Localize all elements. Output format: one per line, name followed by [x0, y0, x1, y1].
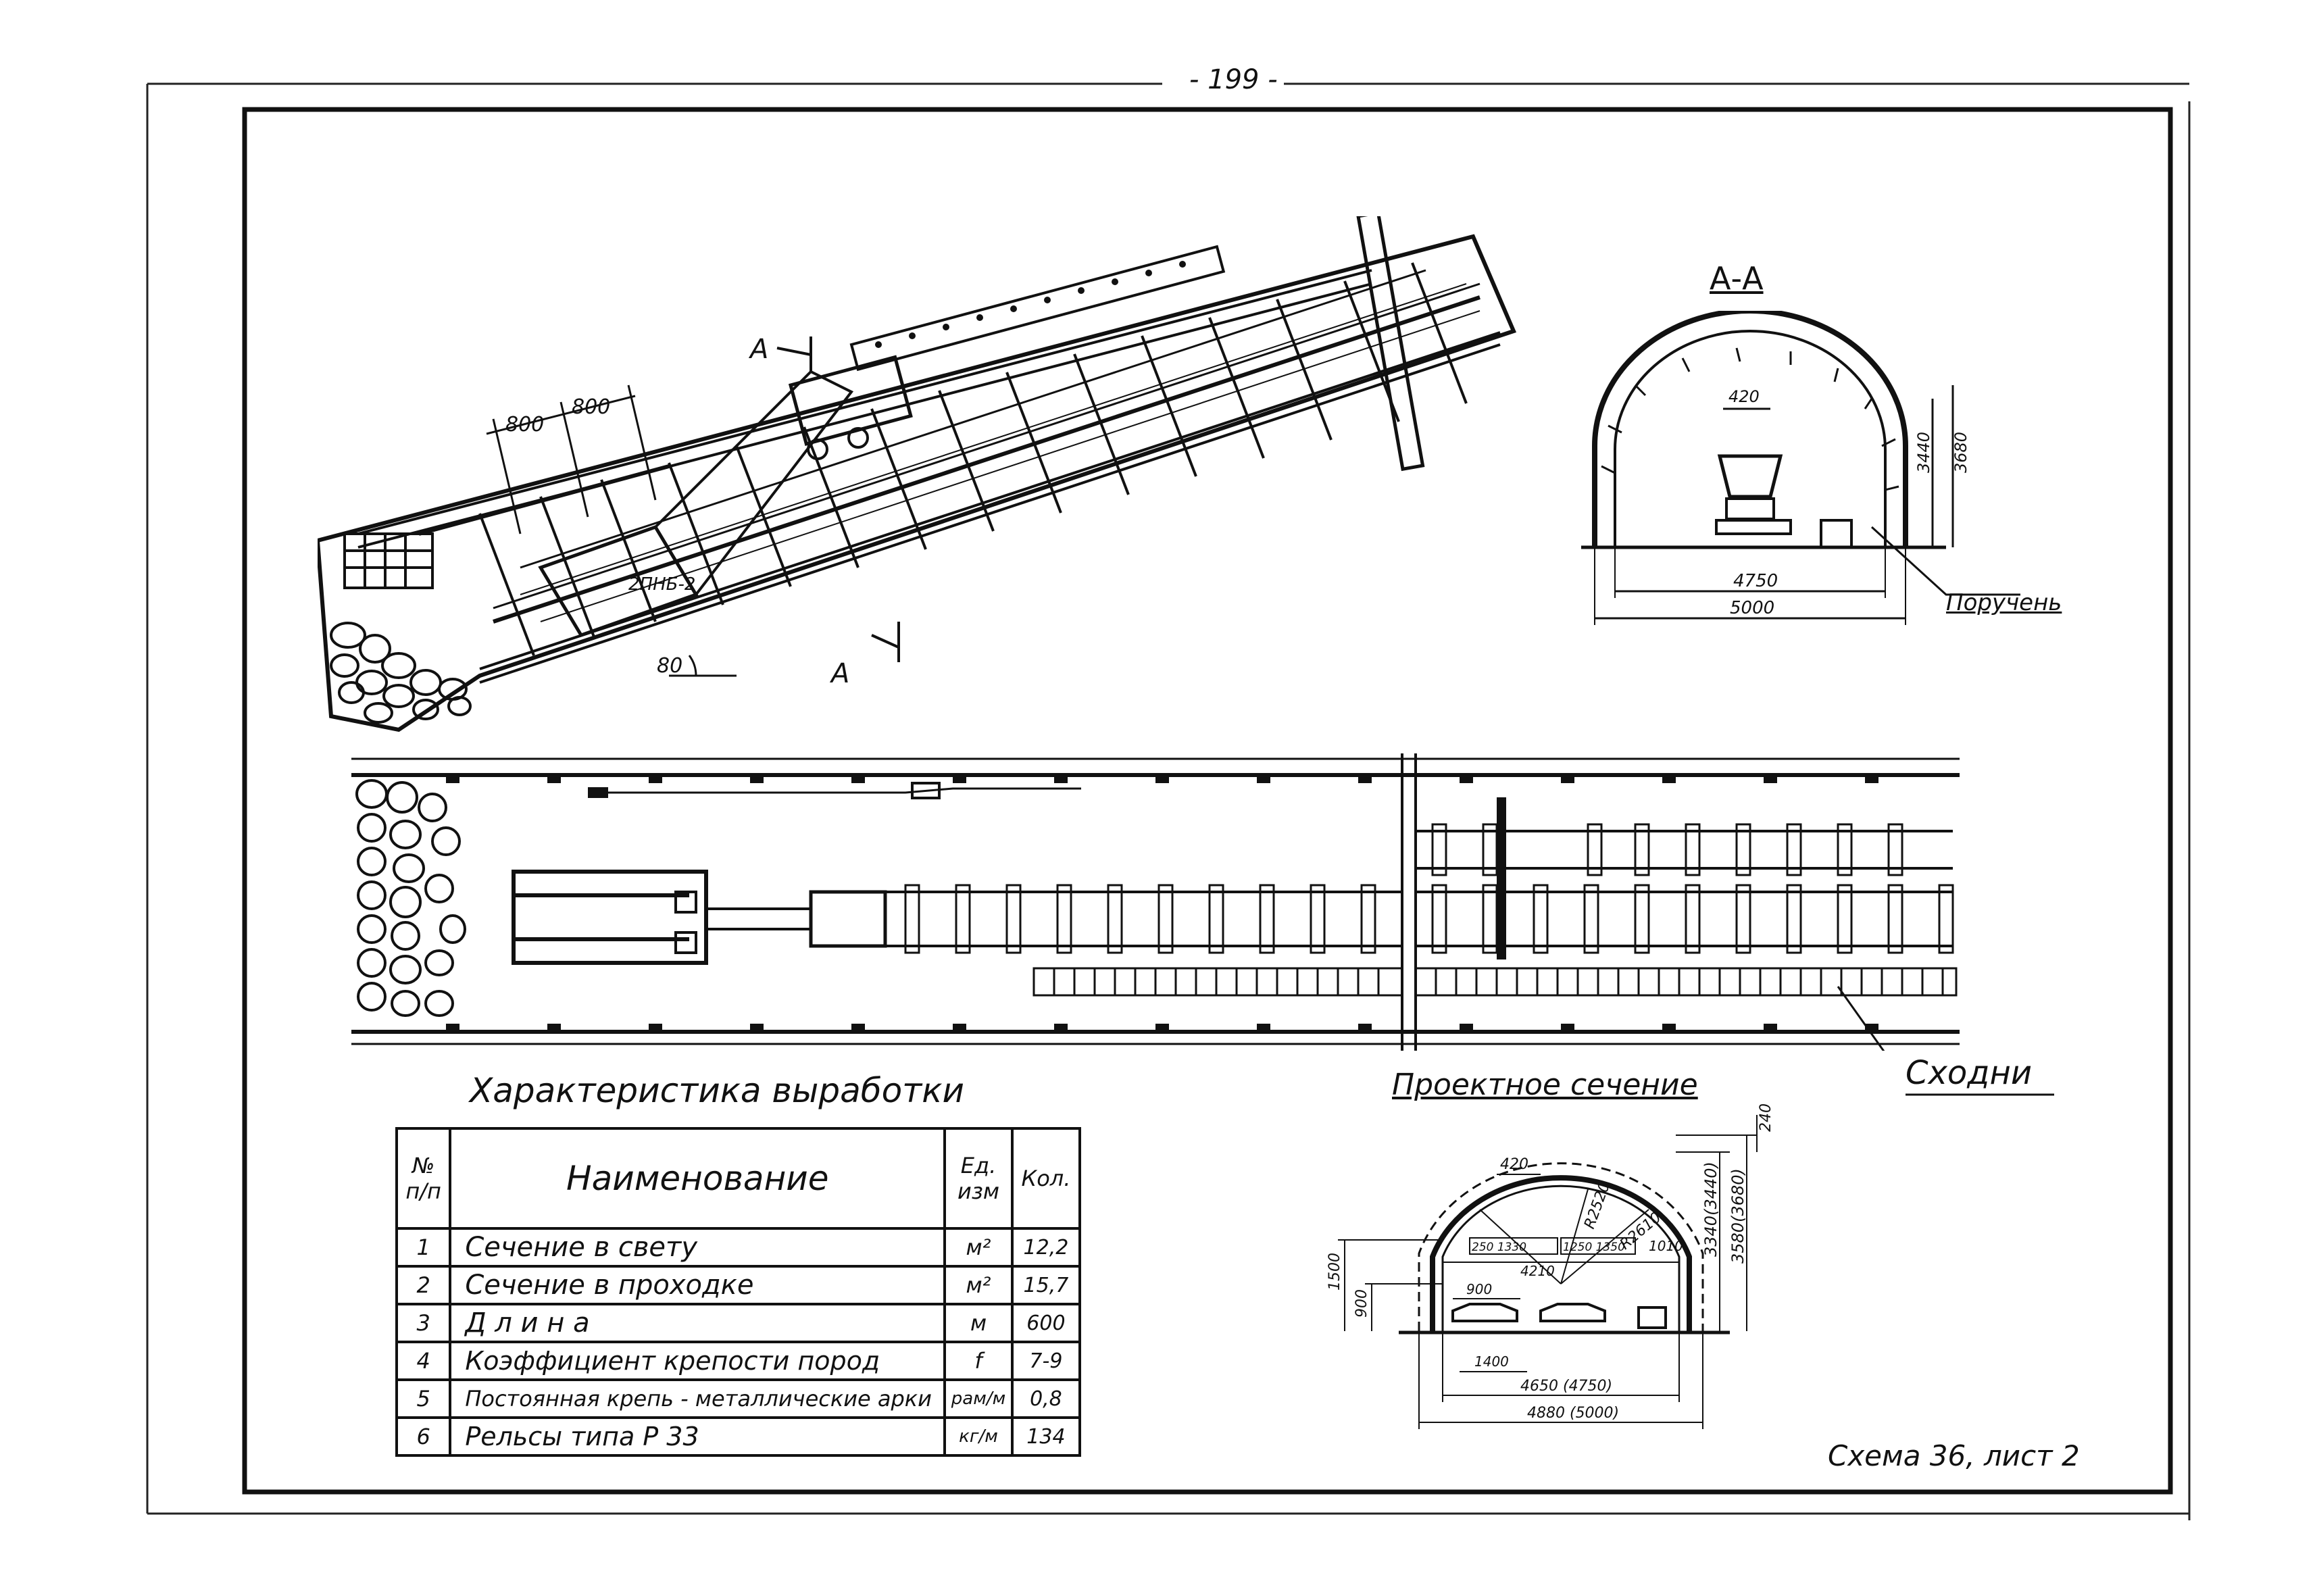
loading-machine-2pnb2 — [418, 355, 913, 638]
screen-grid — [343, 532, 434, 589]
svg-text:1010: 1010 — [1649, 1238, 1683, 1254]
sleepers — [904, 823, 1954, 954]
plan-view — [351, 753, 1960, 1051]
svg-text:420: 420 — [1728, 387, 1760, 406]
tunnel-outline — [318, 234, 1517, 732]
table-row: 1 Сечение в свету м² 12,2 — [395, 1227, 1082, 1268]
handrail-label: Поручень — [1946, 589, 2062, 616]
rock-face — [355, 779, 466, 1017]
svg-text:1400: 1400 — [1474, 1353, 1509, 1370]
dim-800 — [486, 384, 657, 534]
svg-text:1500: 1500 — [1326, 1253, 1343, 1291]
svg-text:250 1330: 250 1330 — [1472, 1241, 1526, 1254]
svg-text:4210: 4210 — [1520, 1263, 1555, 1279]
ladder-leader — [1906, 1093, 2054, 1096]
svg-text:4880 (5000): 4880 (5000) — [1527, 1405, 1619, 1422]
machine-label: 2ПНБ-2 — [628, 574, 696, 595]
svg-text:1250 1350: 1250 1350 — [1563, 1241, 1625, 1254]
walkway — [1032, 967, 1958, 997]
page-number: - 199 - — [1189, 64, 1278, 95]
header-unit: Ед. изм — [943, 1127, 1014, 1230]
svg-text:А: А — [748, 334, 768, 365]
conveyor — [849, 245, 1226, 372]
header-num: № п/п — [395, 1127, 452, 1230]
machine-plan — [512, 870, 887, 965]
section-aa-title: А-А — [1710, 260, 1764, 297]
design-section-title: Проектное сечение — [1392, 1068, 1698, 1102]
table-row: 5 Постоянная крепь - металлические арки … — [395, 1378, 1082, 1419]
svg-text:3340(3440): 3340(3440) — [1701, 1162, 1720, 1257]
header-qty: Кол. — [1010, 1127, 1082, 1230]
svg-text:900: 900 — [1353, 1289, 1370, 1318]
design-section-drawing: R2520 R2610 420 250 1330 1250 1350 1010 … — [1326, 1103, 1774, 1429]
svg-text:3680: 3680 — [1951, 432, 1970, 473]
svg-text:800: 800 — [572, 395, 610, 419]
svg-text:800: 800 — [505, 413, 544, 437]
vertical-post — [1356, 216, 1425, 472]
svg-text:900: 900 — [1466, 1281, 1492, 1297]
svg-text:4750: 4750 — [1733, 571, 1778, 591]
header-name: Наименование — [449, 1127, 947, 1230]
ladder-label: Сходни — [1906, 1054, 2033, 1092]
rails — [885, 830, 1953, 947]
scheme-label: Схема 36, лист 2 — [1828, 1439, 2080, 1472]
table-row: 2 Сечение в проходке м² 15,7 — [395, 1265, 1082, 1305]
support-frames — [478, 262, 1468, 656]
table-title: Характеристика выработки — [470, 1071, 965, 1110]
svg-text:А: А — [829, 658, 849, 689]
longitudinal-view: 800 800 А А 80 — [318, 216, 1517, 732]
wall-bumps — [446, 775, 1878, 1032]
section-aa-drawing: 420 3440 3680 4750 5000 — [1581, 311, 2020, 625]
svg-text:5000: 5000 — [1730, 598, 1774, 618]
svg-text:4650 (4750): 4650 (4750) — [1520, 1378, 1612, 1395]
characteristics-table: № п/п Наименование Ед. изм Кол. 1 Сечени… — [395, 1127, 1082, 1457]
svg-text:3440: 3440 — [1914, 432, 1933, 473]
rock-pile — [330, 622, 472, 724]
svg-text:3580(3680): 3580(3680) — [1728, 1168, 1747, 1264]
table-row: 4 Коэффициент крепости пород f 7-9 — [395, 1341, 1082, 1381]
svg-text:80: 80 — [657, 654, 682, 678]
section-arrow-top — [776, 336, 812, 372]
svg-text:240: 240 — [1758, 1103, 1774, 1132]
table-row: 6 Рельсы типа Р 33 кг/м 134 — [395, 1416, 1082, 1457]
svg-text:420: 420 — [1500, 1156, 1528, 1173]
section-arrow-bottom — [871, 622, 900, 662]
table-row: 3 Д л и н а м 600 — [395, 1303, 1082, 1343]
